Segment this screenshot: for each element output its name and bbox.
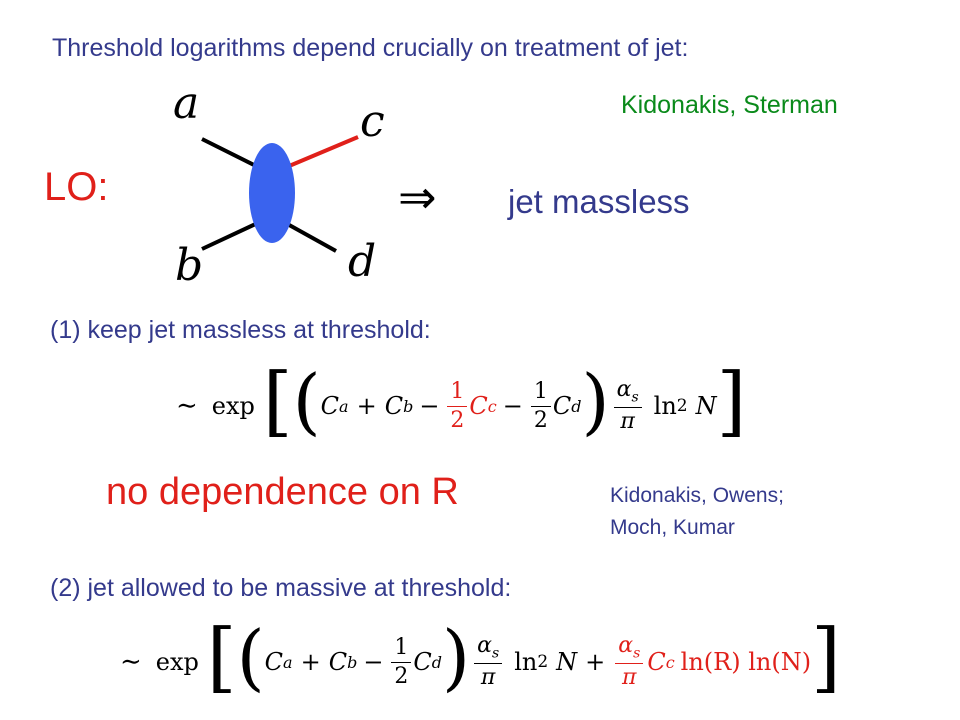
tilde-symbol-2: ∼ <box>120 647 142 677</box>
c-c: C <box>469 392 488 420</box>
exp-function: exp <box>211 392 255 420</box>
c-c-sub: c <box>487 396 497 416</box>
label-c: c <box>360 96 385 147</box>
right-bracket: ] <box>716 356 747 445</box>
c-d-sub-2: d <box>431 652 443 672</box>
c-b-sub-2: b <box>347 652 358 672</box>
ln-power: 2 <box>676 396 688 416</box>
jet-line-c <box>281 135 359 171</box>
c-d: C <box>552 392 572 420</box>
c-b-sub: b <box>403 396 414 416</box>
plus-sign-4: + <box>585 648 606 676</box>
scattering-diagram <box>201 135 359 253</box>
interaction-blob <box>249 143 295 243</box>
lo-label: LO: <box>44 165 109 209</box>
n-variable-2: N <box>556 648 578 676</box>
c-d-sub: d <box>571 396 582 416</box>
label-b: b <box>175 240 204 291</box>
citation-kidonakis-sterman: Kidonakis, Sterman <box>621 91 838 119</box>
ln-function: ln <box>653 392 677 420</box>
ln-function-2: ln <box>514 648 538 676</box>
left-paren-2: ( <box>236 615 265 699</box>
line-a <box>201 137 263 171</box>
c-c-2: C <box>647 648 666 676</box>
tilde-symbol: ∼ <box>176 391 198 421</box>
minus-sign-2: − <box>502 392 523 420</box>
plus-sign-3: + <box>300 648 321 676</box>
exp-function-2: exp <box>155 648 199 676</box>
line-d <box>281 219 337 253</box>
minus-sign-3: − <box>363 648 384 676</box>
left-bracket-2: [ <box>206 612 237 701</box>
case2-label: (2) jet allowed to be massive at thresho… <box>50 574 512 602</box>
implies-arrow: ⇒ <box>398 170 437 224</box>
line-b <box>201 219 263 251</box>
right-bracket-2: ] <box>811 612 841 701</box>
label-a: a <box>173 78 200 129</box>
citation-moch-kumar: Moch, Kumar <box>610 516 735 539</box>
jet-massless-result: jet massless <box>508 183 690 220</box>
c-b: C <box>384 392 404 420</box>
log-r-log-n: ln(R) ln(N) <box>680 648 812 676</box>
label-d: d <box>348 236 377 287</box>
half-fraction: 1 2 <box>530 380 551 432</box>
c-a-sub: a <box>339 396 349 416</box>
alpha-over-pi-2: αs π <box>474 634 503 689</box>
half-fraction-2: 1 2 <box>391 636 412 688</box>
n-variable: N <box>695 392 717 420</box>
c-a-sub-2: a <box>283 652 293 672</box>
left-paren: ( <box>292 359 321 443</box>
slide-heading: Threshold logarithms depend crucially on… <box>52 34 689 62</box>
plus-sign: + <box>356 392 377 420</box>
red-half-fraction: 1 2 <box>447 380 468 432</box>
citation-kidonakis-owens: Kidonakis, Owens; <box>610 484 784 507</box>
red-alpha-over-pi: αs π <box>615 634 644 689</box>
c-a: C <box>320 392 340 420</box>
minus-sign: − <box>419 392 440 420</box>
left-bracket: [ <box>262 356 293 445</box>
no-dependence-conclusion: no dependence on R <box>106 471 459 513</box>
right-paren-2: ) <box>442 615 471 699</box>
alpha-over-pi: αs π <box>613 378 642 433</box>
c-b-2: C <box>328 648 348 676</box>
c-a-2: C <box>264 648 284 676</box>
c-d-2: C <box>413 648 432 676</box>
ln-power-2: 2 <box>537 652 549 672</box>
case1-label: (1) keep jet massless at threshold: <box>50 316 431 344</box>
c-c-sub-2: c <box>665 652 675 672</box>
right-paren: ) <box>581 359 610 443</box>
